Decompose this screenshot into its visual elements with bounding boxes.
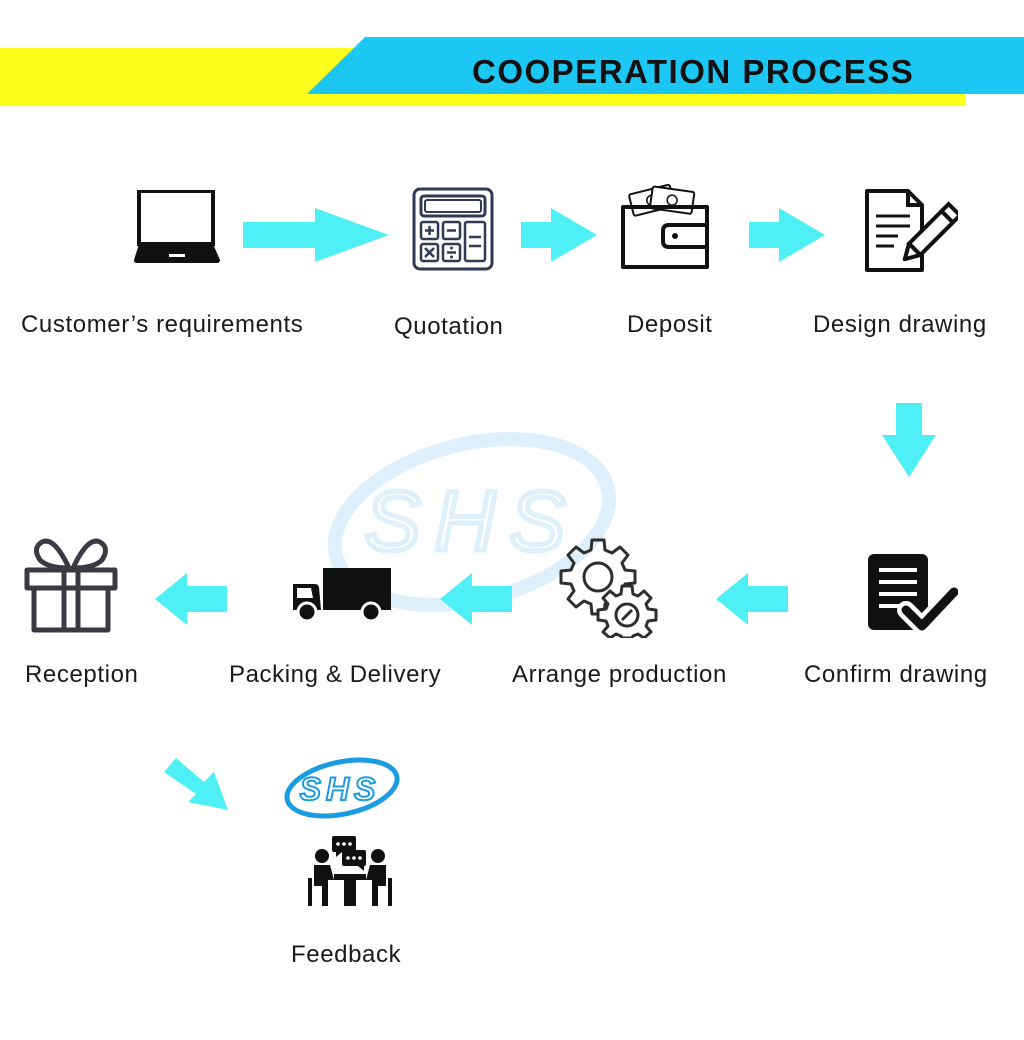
gift-icon xyxy=(24,534,118,634)
arrow-right-3 xyxy=(749,208,825,262)
svg-text:SHS: SHS xyxy=(365,474,580,568)
brand-logo-text: SHS xyxy=(300,771,381,807)
arrow-left-1 xyxy=(716,573,788,625)
step-label-arrange-production: Arrange production xyxy=(512,661,727,688)
step-label-reception: Reception xyxy=(25,661,139,688)
document-pencil-icon xyxy=(864,188,958,274)
step-label-confirm-drawing: Confirm drawing xyxy=(804,661,988,688)
step-label-packing-delivery: Packing & Delivery xyxy=(229,661,442,688)
brand-logo: SHS xyxy=(284,757,400,819)
document-check-icon xyxy=(866,552,958,634)
step-label-deposit: Deposit xyxy=(627,311,713,338)
arrow-right-1 xyxy=(243,208,389,262)
step-label-feedback: Feedback xyxy=(291,941,402,968)
truck-icon xyxy=(291,568,391,622)
arrow-left-2 xyxy=(440,573,512,625)
arrow-diagonal xyxy=(162,752,234,814)
laptop-icon xyxy=(132,190,222,264)
arrow-down xyxy=(882,403,936,477)
meeting-icon xyxy=(306,834,394,908)
arrow-left-3 xyxy=(155,573,227,625)
header-banner xyxy=(0,37,1024,106)
wallet-icon xyxy=(619,183,711,271)
gears-icon xyxy=(558,538,660,638)
step-label-quotation: Quotation xyxy=(394,313,504,340)
arrow-right-2 xyxy=(521,208,597,262)
page-title: COOPERATION PROCESS xyxy=(472,53,915,90)
calculator-icon xyxy=(412,187,494,271)
step-label-design-drawing: Design drawing xyxy=(813,311,987,338)
step-label-customers-requirements: Customer’s requirements xyxy=(21,311,304,338)
